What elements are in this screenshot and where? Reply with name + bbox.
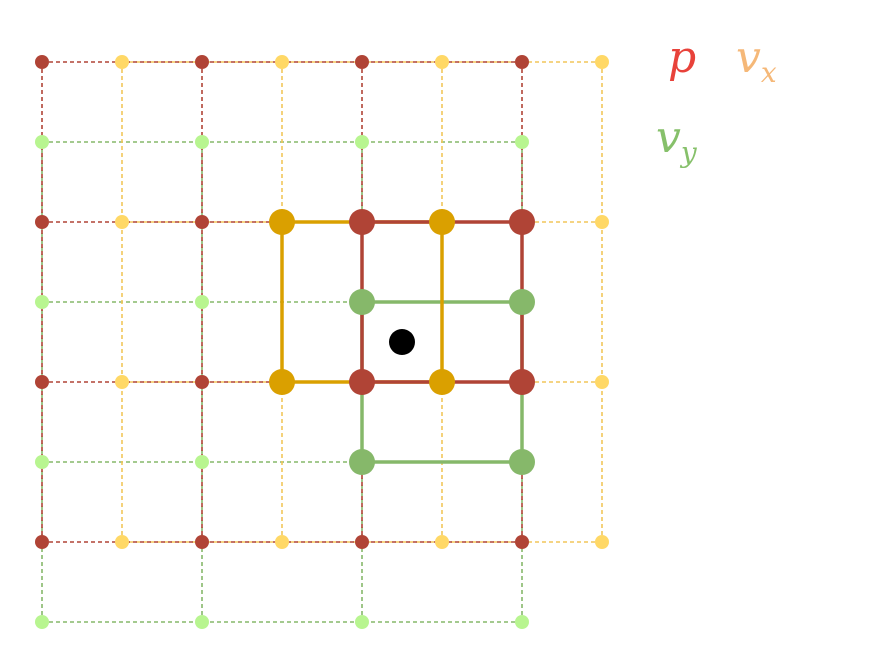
vx-node <box>115 215 129 229</box>
p-node <box>355 535 369 549</box>
p-node <box>355 55 369 69</box>
vx-node <box>275 535 289 549</box>
vy-node <box>35 615 49 629</box>
vx-node <box>115 535 129 549</box>
vx-node <box>435 535 449 549</box>
vx-node <box>595 535 609 549</box>
active-vy-node <box>509 449 535 475</box>
vy-node <box>355 615 369 629</box>
active-p-node <box>349 209 375 235</box>
vy-node <box>195 135 209 149</box>
legend-vx: vx <box>736 32 777 89</box>
active-vx-node <box>269 209 295 235</box>
p-node <box>195 55 209 69</box>
active-vy-node <box>349 289 375 315</box>
p-node <box>195 375 209 389</box>
vy-node <box>195 615 209 629</box>
p-node <box>35 215 49 229</box>
vy-node <box>35 455 49 469</box>
vx-node <box>595 375 609 389</box>
active-vx-node <box>429 209 455 235</box>
active-p-node <box>509 369 535 395</box>
vy-node <box>195 455 209 469</box>
vy-node <box>355 135 369 149</box>
active-p-node <box>349 369 375 395</box>
legend-vy: vy <box>656 112 697 169</box>
vy-node <box>35 295 49 309</box>
active-vx-node <box>429 369 455 395</box>
p-node <box>35 535 49 549</box>
legend-p: p <box>668 32 697 83</box>
vy-node <box>515 135 529 149</box>
active-vy-node <box>509 289 535 315</box>
sample-point <box>389 329 415 355</box>
p-node <box>35 375 49 389</box>
active-p-node <box>509 209 535 235</box>
vx-node <box>595 215 609 229</box>
p-node <box>515 535 529 549</box>
vx-node <box>435 55 449 69</box>
vx-node <box>115 55 129 69</box>
p-node <box>515 55 529 69</box>
vy-node <box>35 135 49 149</box>
p-node <box>195 535 209 549</box>
vx-node <box>595 55 609 69</box>
p-node <box>195 215 209 229</box>
vy-node <box>195 295 209 309</box>
active-vx-node <box>269 369 295 395</box>
active-vy-node <box>349 449 375 475</box>
vx-node <box>115 375 129 389</box>
vy-node <box>515 615 529 629</box>
p-node <box>35 55 49 69</box>
vx-node <box>275 55 289 69</box>
